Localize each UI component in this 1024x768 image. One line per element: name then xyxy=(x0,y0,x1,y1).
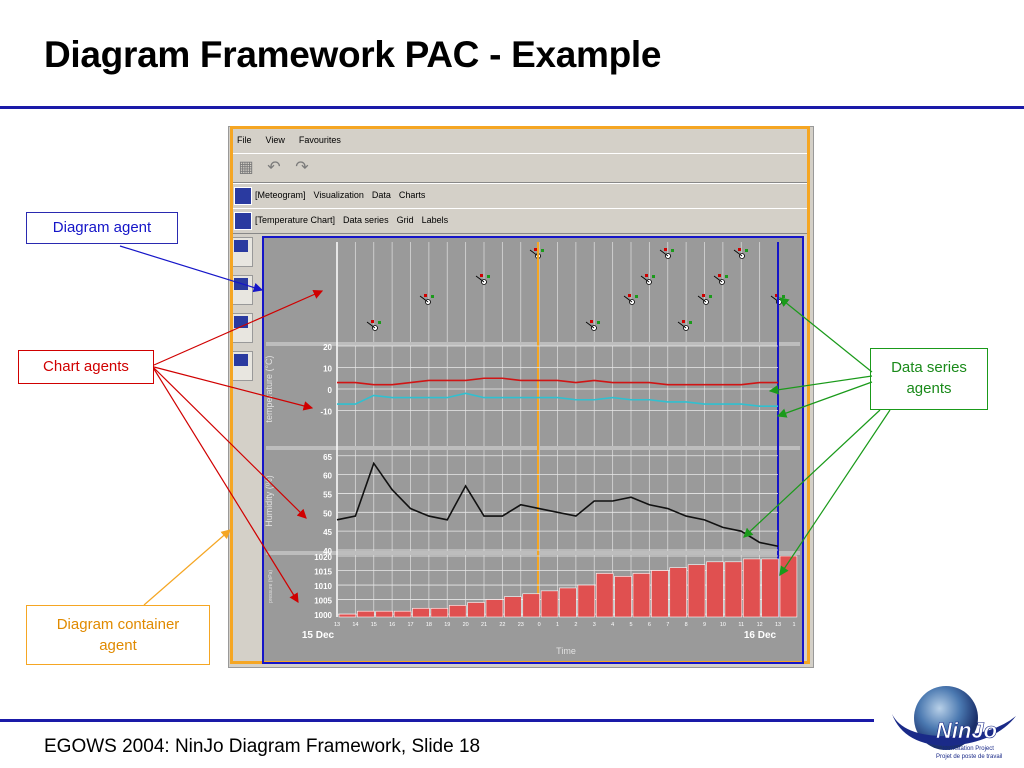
chart-icon xyxy=(234,316,248,328)
footer-text: EGOWS 2004: NinJo Diagram Framework, Sli… xyxy=(44,736,481,757)
globe-icon xyxy=(914,686,978,750)
grid-menu[interactable]: Grid xyxy=(396,215,414,225)
menu-file[interactable]: File xyxy=(237,135,252,145)
footer-divider xyxy=(0,719,874,722)
labels-menu[interactable]: Labels xyxy=(421,215,449,225)
container-agent-callout: Diagram container agent xyxy=(26,605,210,665)
chart-icon xyxy=(234,278,248,290)
redo-icon[interactable]: ↷ xyxy=(295,159,309,176)
visualization-menu[interactable]: Visualization xyxy=(313,190,364,200)
menu-view[interactable]: View xyxy=(265,135,285,145)
logo-tagline-2: Projet de poste de travail xyxy=(936,754,1002,760)
side-tab-symbols[interactable] xyxy=(231,237,253,267)
meteogram-tab[interactable]: [Meteogram] xyxy=(255,190,306,200)
toolbar: ▦ ↶ ↷ xyxy=(231,153,809,183)
charts-menu[interactable]: Charts xyxy=(398,190,426,200)
logo-tagline-1: Workstation Project xyxy=(942,746,994,752)
side-tab-pressure[interactable] xyxy=(231,351,253,381)
container-agent-line2: agent xyxy=(99,637,137,654)
diagram-agent-callout: Diagram agent xyxy=(26,212,178,244)
chart-agents-callout: Chart agents xyxy=(18,350,154,384)
container-agent-arrow xyxy=(143,529,231,606)
undo-icon[interactable]: ↶ xyxy=(267,159,281,176)
diagram-area xyxy=(264,238,802,662)
ninjo-logo: NinJo Workstation Project Projet de post… xyxy=(892,686,1016,760)
meteogram-icon[interactable] xyxy=(234,187,252,205)
menu-favourites[interactable]: Favourites xyxy=(298,135,341,145)
data-series-menu[interactable]: Data series xyxy=(343,215,389,225)
container-agent-line1: Diagram container xyxy=(56,616,180,633)
chart-bar: [Temperature Chart] Data series Grid Labels xyxy=(231,208,809,234)
menu-bar: File View Favourites xyxy=(231,130,349,150)
data-series-agents-callout: Data series agents xyxy=(870,348,988,410)
chart-icon[interactable] xyxy=(234,212,252,230)
swoosh-icon xyxy=(892,714,1016,746)
temperature-chart-tab[interactable]: [Temperature Chart] xyxy=(255,215,336,225)
data-series-agents-line1: Data series xyxy=(891,359,967,376)
logo-brand: NinJo xyxy=(936,718,997,743)
data-series-agents-line2: agents xyxy=(906,380,952,397)
slide-title: Diagram Framework PAC - Example xyxy=(44,34,662,75)
side-tab-temperature[interactable] xyxy=(231,275,253,305)
chart-icon xyxy=(234,240,248,252)
meteogram-bar: [Meteogram] Visualization Data Charts xyxy=(231,183,809,209)
print-icon[interactable]: ▦ xyxy=(238,159,254,176)
side-tab-humidity[interactable] xyxy=(231,313,253,343)
data-menu[interactable]: Data xyxy=(371,190,391,200)
title-divider xyxy=(0,106,1024,109)
chart-icon xyxy=(234,354,248,366)
